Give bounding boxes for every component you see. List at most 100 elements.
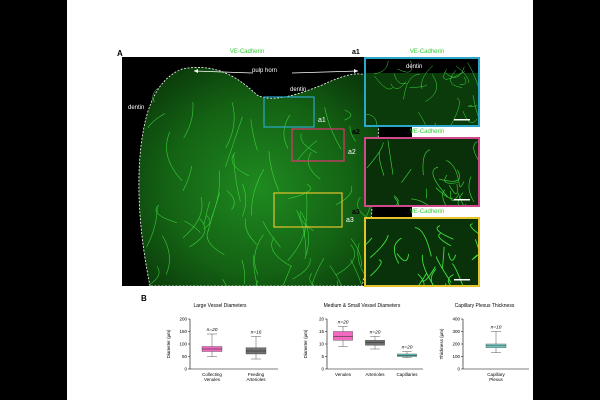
inset-a2-vessels <box>366 139 478 205</box>
pulp-horn-arrow-left <box>193 70 253 74</box>
vessel <box>311 257 325 286</box>
vessel <box>436 225 454 240</box>
vessel <box>329 265 342 286</box>
n-label: n=20 <box>207 327 218 333</box>
roi-box-a1 <box>263 96 315 128</box>
vessel <box>233 154 241 202</box>
vessel <box>369 259 382 277</box>
y-tick-label: 300 <box>452 329 460 334</box>
category-label: Plexus <box>489 377 503 382</box>
y-tick-label: 0 <box>457 367 460 372</box>
vessel <box>418 272 428 285</box>
vessel <box>297 140 317 161</box>
inset-a1-scale-bar <box>454 119 470 121</box>
vessel <box>369 234 389 259</box>
category-label: Venules <box>204 377 221 382</box>
vessel <box>393 237 402 264</box>
vessel <box>148 266 160 286</box>
vessel <box>430 268 437 285</box>
category-label: Capillaries <box>396 372 418 377</box>
vessel <box>166 131 183 182</box>
vessel <box>155 204 177 223</box>
chart2-title: Medium & Small Vessel Diameters <box>323 303 401 309</box>
vessel <box>438 233 452 247</box>
vessel <box>455 65 470 83</box>
n-label: n=20 <box>402 345 413 351</box>
vessel <box>422 149 431 176</box>
y-tick-label: 100 <box>179 342 187 347</box>
vessel <box>283 114 291 149</box>
inset-a1-letter: a1 <box>352 49 360 56</box>
n-label: n=20 <box>370 330 381 336</box>
vessel <box>242 183 247 217</box>
vessel <box>255 280 259 286</box>
roi-label-a2: a2 <box>348 149 356 156</box>
n-label: n=20 <box>338 320 349 326</box>
inset-a1-image: dentin <box>364 57 480 127</box>
y-tick-label: 50 <box>182 354 188 359</box>
inset-a3-image <box>364 217 480 287</box>
vessel <box>468 176 475 203</box>
y-tick-label: 200 <box>452 342 460 347</box>
vessel <box>447 252 457 261</box>
vessel <box>337 280 339 286</box>
vessel <box>418 112 426 125</box>
vessel <box>387 140 394 175</box>
inset-a2-letter: a2 <box>352 129 360 136</box>
inset-a3-letter: a3 <box>352 209 360 216</box>
vessel <box>397 60 413 73</box>
y-tick-label: 400 <box>452 317 460 322</box>
vessel <box>262 221 281 248</box>
vessel <box>287 223 306 261</box>
vessel <box>366 237 373 246</box>
vessel <box>450 190 459 202</box>
vessel <box>373 60 389 75</box>
vessel <box>425 74 437 102</box>
vessel <box>146 207 158 248</box>
vessel <box>184 220 201 233</box>
vessel <box>409 84 428 88</box>
vessel <box>182 197 203 239</box>
y-tick-label: 10 <box>319 342 325 347</box>
vessel <box>447 274 454 285</box>
vessel <box>432 166 449 198</box>
vessel-network <box>146 87 372 286</box>
inset-a2-title: VE-Cadherin <box>409 129 445 135</box>
vessel <box>357 197 368 219</box>
vessel <box>271 237 293 267</box>
pulp-horn-label: pulp horn <box>252 68 278 74</box>
vessel <box>471 254 478 261</box>
y-tick-label: 0 <box>321 367 324 372</box>
arrowhead-right-icon <box>354 69 358 73</box>
vessel <box>366 113 378 125</box>
inset-a2-scale-bar <box>454 199 470 201</box>
vessel <box>473 141 478 160</box>
vessel <box>474 239 478 265</box>
vessel <box>462 111 478 123</box>
vessel <box>396 253 410 262</box>
roi-box-a3 <box>273 192 343 228</box>
category-label: Venules <box>335 372 352 377</box>
vessel <box>444 174 459 184</box>
panel-a-stain-label: VE-Cadherin <box>229 49 265 55</box>
vessel <box>393 73 407 85</box>
vessel <box>336 186 353 205</box>
vessel <box>457 192 466 205</box>
n-label: n=16 <box>251 330 262 336</box>
vessel <box>390 81 406 89</box>
y-tick-label: 100 <box>452 354 460 359</box>
vessel <box>350 238 362 267</box>
vessel <box>344 109 352 121</box>
vessel <box>308 152 321 180</box>
vessel <box>450 70 462 88</box>
vessel <box>448 184 458 195</box>
figure: A pulp horn dentin <box>67 0 533 400</box>
vessel <box>421 266 436 282</box>
vessel <box>435 187 455 200</box>
y-tick-label: 200 <box>179 317 187 322</box>
vessel <box>421 254 434 285</box>
y-axis-label: Diameter (μm) <box>166 329 171 358</box>
vessel <box>403 73 420 100</box>
